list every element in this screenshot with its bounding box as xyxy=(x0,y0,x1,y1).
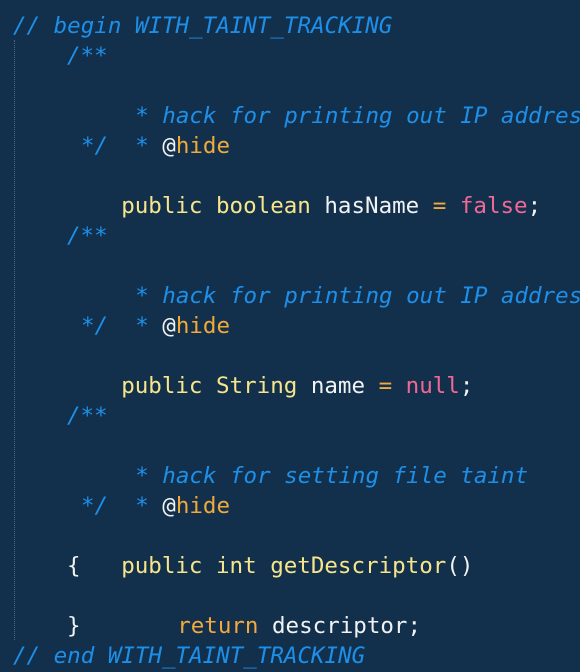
doc-star: * xyxy=(135,463,149,489)
doc-text: hack for printing out IP address xyxy=(162,283,580,309)
type-boolean: boolean xyxy=(216,193,311,219)
doc-comment-open: /** xyxy=(67,43,108,69)
keyword-return: return xyxy=(177,613,259,639)
doc-comment-line: * hack for setting file taint xyxy=(81,431,528,489)
indent-guide xyxy=(14,40,15,640)
doc-star: * xyxy=(135,313,149,339)
at-sign: @ xyxy=(162,133,176,159)
hide-tag: hide xyxy=(175,133,231,159)
doc-star: * xyxy=(135,103,149,129)
doc-comment-close: */ xyxy=(81,493,109,519)
hide-tag: hide xyxy=(175,493,231,519)
semicolon: ; xyxy=(407,613,422,639)
type-string: String xyxy=(216,373,298,399)
code-line-name: public String name = null; xyxy=(67,341,473,399)
doc-comment-line: * hack for printing out IP address xyxy=(81,251,580,309)
doc-comment-close: */ xyxy=(81,133,109,159)
end-taint-comment: // end WITH_TAINT_TRACKING xyxy=(13,643,366,669)
semicolon: ; xyxy=(459,373,474,399)
code-line-method-signature: public int getDescriptor() xyxy=(67,521,473,579)
operator-assign: = xyxy=(378,373,393,399)
keyword-public: public xyxy=(121,193,203,219)
identifier-descriptor: descriptor xyxy=(272,613,408,639)
doc-comment-line: * hack for printing out IP address xyxy=(81,71,580,129)
keyword-public: public xyxy=(121,553,203,579)
doc-comment-open: /** xyxy=(67,223,108,249)
doc-text: hack for setting file taint xyxy=(162,463,529,489)
at-sign: @ xyxy=(162,313,176,339)
code-line-hasname: public boolean hasName = false; xyxy=(67,161,541,219)
parens: () xyxy=(446,553,474,579)
doc-hide-tag-line: * @hide xyxy=(81,101,230,159)
doc-star: * xyxy=(135,493,149,519)
doc-text: hack for printing out IP address xyxy=(162,103,580,129)
open-brace: { xyxy=(67,553,81,579)
literal-false: false xyxy=(459,193,528,219)
code-line-return: return descriptor; xyxy=(123,581,421,639)
doc-star: * xyxy=(135,133,149,159)
method-getdescriptor: getDescriptor xyxy=(270,553,447,579)
begin-taint-comment: // begin WITH_TAINT_TRACKING xyxy=(13,13,393,39)
doc-comment-close: */ xyxy=(81,313,109,339)
literal-null: null xyxy=(405,373,460,399)
semicolon: ; xyxy=(527,193,542,219)
hide-tag: hide xyxy=(175,313,231,339)
keyword-public: public xyxy=(121,373,203,399)
operator-assign: = xyxy=(432,193,447,219)
close-brace: } xyxy=(67,613,81,639)
doc-hide-tag-line: * @hide xyxy=(81,461,230,519)
doc-star: * xyxy=(135,283,149,309)
identifier-hasname: hasName xyxy=(324,193,420,219)
doc-comment-open: /** xyxy=(67,403,108,429)
at-sign: @ xyxy=(162,493,176,519)
identifier-name: name xyxy=(310,373,366,399)
doc-hide-tag-line: * @hide xyxy=(81,281,230,339)
type-int: int xyxy=(216,553,257,579)
